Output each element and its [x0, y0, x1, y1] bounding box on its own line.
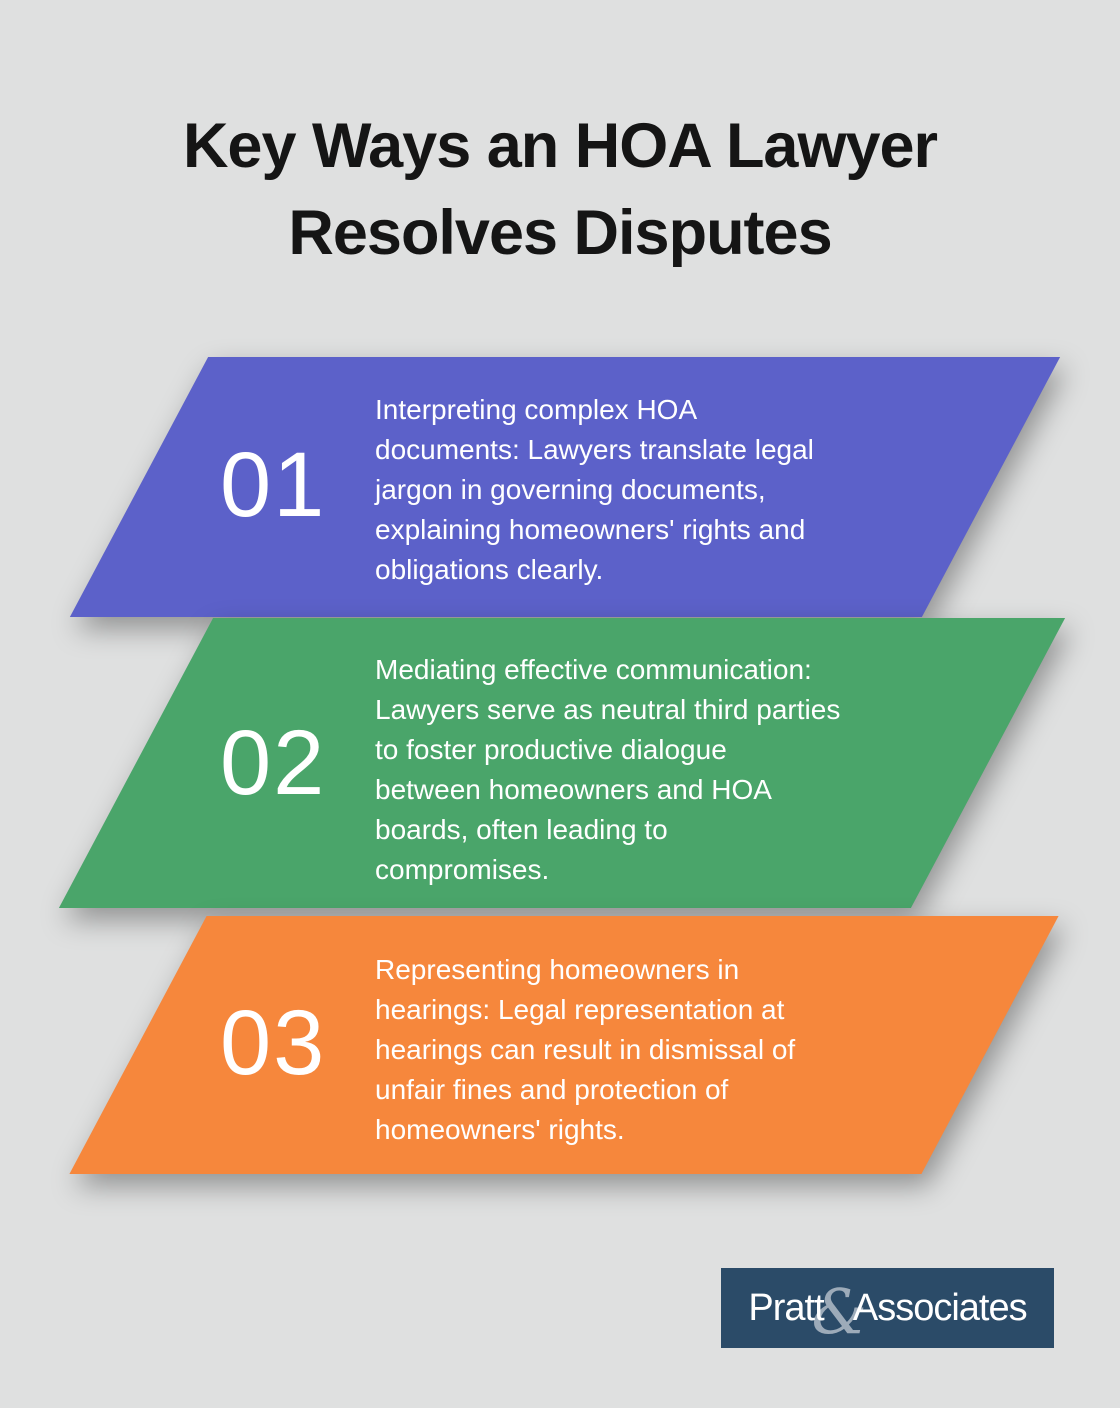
banner-02-text-line: Mediating effective communication: — [375, 654, 812, 685]
banner-01-text-line: jargon in governing documents, — [375, 474, 766, 505]
logo-script-ampersand-icon: & — [811, 1274, 867, 1348]
banner-03-text-line: Representing homeowners in — [375, 954, 740, 985]
logo-word-associates: Associates — [852, 1286, 1028, 1329]
banner-03-text-line: hearings can result in dismissal of — [375, 1034, 796, 1065]
page-title: Key Ways an HOA Lawyer Resolves Disputes — [0, 103, 1120, 277]
banner-02-text: Mediating effective communication: Lawye… — [375, 650, 920, 890]
banner-02-text-line: compromises. — [375, 854, 550, 885]
banner-01-number: 01 — [220, 434, 327, 536]
page-title-line-2: Resolves Disputes — [288, 198, 832, 268]
banner-01-text: Interpreting complex HOA documents: Lawy… — [375, 390, 920, 590]
banner-03-text: Representing homeowners in hearings: Leg… — [375, 950, 920, 1150]
banner-03: 03 Representing homeowners in hearings: … — [0, 916, 1120, 1174]
banner-03-text-line: hearings: Legal representation at — [375, 994, 785, 1025]
banner-01-text-line: explaining homeowners' rights and — [375, 514, 806, 545]
banner-02-text-line: to foster productive dialogue — [375, 734, 727, 765]
banner-01-text-line: documents: Lawyers translate legal — [375, 434, 814, 465]
banner-02-text-line: boards, often leading to — [375, 814, 668, 845]
banner-02: 02 Mediating effective communication: La… — [0, 618, 1120, 908]
pratt-associates-logo: Pratt & Associates — [721, 1268, 1054, 1348]
banner-01: 01 Interpreting complex HOA documents: L… — [0, 357, 1120, 617]
banner-03-number: 03 — [220, 992, 327, 1094]
banner-03-text-line: unfair fines and protection of — [375, 1074, 729, 1105]
logo-word-pratt: Pratt — [748, 1286, 824, 1329]
banner-03-text-line: homeowners' rights. — [375, 1114, 625, 1145]
banner-01-text-line: Interpreting complex HOA — [375, 394, 698, 425]
banner-01-text-line: obligations clearly. — [375, 554, 604, 585]
banner-02-text-line: Lawyers serve as neutral third parties — [375, 694, 841, 725]
banner-02-number: 02 — [220, 712, 327, 814]
page-title-line-1: Key Ways an HOA Lawyer — [182, 111, 938, 181]
banner-02-text-line: between homeowners and HOA — [375, 774, 772, 805]
